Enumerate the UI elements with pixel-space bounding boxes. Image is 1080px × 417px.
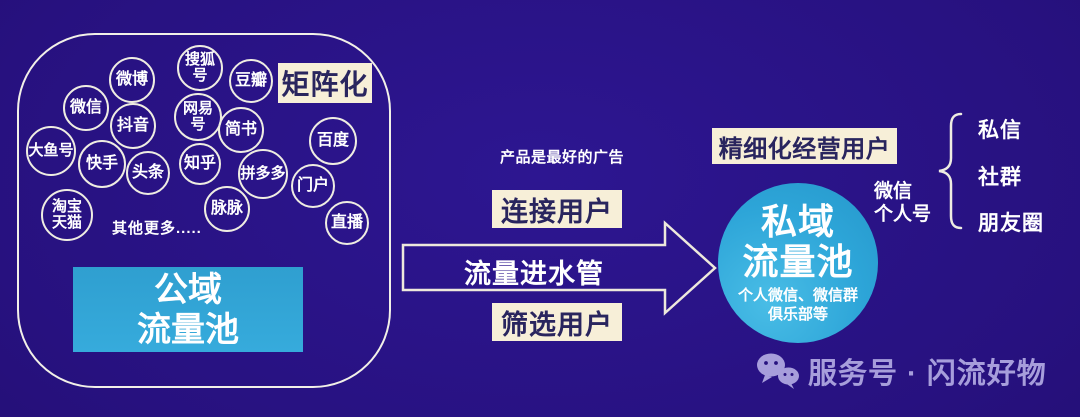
refined-ops-badge: 精细化经营用户 <box>712 128 897 164</box>
public-pool-title-line2: 流量池 <box>137 310 239 349</box>
platform-bubble: 快手 <box>78 140 126 188</box>
private-pool-sub-line1: 个人微信、微信群 <box>737 287 858 304</box>
platform-bubble-label: 快手 <box>85 155 118 173</box>
platform-bubble-label: 淘宝 <box>51 197 82 215</box>
platform-bubble-label: 拼多多 <box>240 164 286 182</box>
platform-bubble-label: 百度 <box>316 132 349 150</box>
platform-bubble: 拼多多 <box>238 149 288 199</box>
filter-users-box: 筛选用户 <box>492 303 622 341</box>
platform-bubble: 门户 <box>291 164 335 208</box>
wechat-logo-icon <box>757 353 799 389</box>
platform-bubble-label: 大鱼号 <box>28 141 74 159</box>
pipe-label: 流量进水管 <box>464 259 604 289</box>
platform-bubble-label: 豆瓣 <box>234 72 267 90</box>
platform-bubble-label: 直播 <box>330 214 363 232</box>
platform-bubble: 豆瓣 <box>229 59 273 103</box>
matrix-badge: 矩阵化 <box>278 63 372 103</box>
platform-bubble: 淘宝天猫 <box>41 189 93 241</box>
public-pool-panel <box>17 33 391 388</box>
flow-arrow-icon <box>401 220 717 316</box>
private-pool-title-line1: 私域 <box>760 201 835 242</box>
wechat-account-line2: 个人号 <box>874 204 932 225</box>
wechat-account-label: 微信 个人号 <box>874 180 931 226</box>
platform-bubble: 搜狐号 <box>177 45 223 91</box>
private-pool-circle: 私域 流量池 个人微信、微信群 俱乐部等 <box>718 183 878 343</box>
platform-bubble: 脉脉 <box>204 186 250 232</box>
platform-bubble: 微信 <box>63 85 109 131</box>
platform-bubble: 直播 <box>325 201 369 245</box>
brace-item-moments: 朋友圈 <box>978 212 1044 235</box>
platform-bubble: 大鱼号 <box>26 126 76 176</box>
public-pool-title-line1: 公域 <box>154 270 222 309</box>
platform-bubble-label: 头条 <box>131 164 164 182</box>
watermark-label: 服务号 · 闪流好物 <box>808 358 1047 390</box>
platform-bubble: 知乎 <box>179 143 221 185</box>
platform-bubble-label: 网易号 <box>182 99 213 133</box>
brace-item-private-msg: 私信 <box>978 119 1022 142</box>
platform-bubble-label: 脉脉 <box>210 200 243 218</box>
public-pool-box: 公域 流量池 <box>73 267 303 352</box>
platform-bubble: 抖音 <box>110 103 156 149</box>
brace-item-groups: 社群 <box>978 166 1022 189</box>
brace-icon <box>938 112 963 230</box>
platform-bubble-label: 天猫 <box>51 214 82 231</box>
private-pool-sub-line2: 俱乐部等 <box>767 306 828 323</box>
platform-bubble-label: 抖音 <box>116 117 149 135</box>
platform-bubble: 头条 <box>126 151 170 195</box>
platform-bubble-label: 微博 <box>115 71 148 89</box>
connect-users-box: 连接用户 <box>492 190 622 228</box>
platform-bubble: 百度 <box>309 117 357 165</box>
platform-bubble-label: 简书 <box>224 121 257 139</box>
platform-bubble: 简书 <box>218 107 264 153</box>
platform-bubble-label: 搜狐号 <box>184 50 215 84</box>
private-pool-title-line2: 流量池 <box>742 241 854 282</box>
platform-bubble-label: 微信 <box>69 99 102 117</box>
platform-bubble: 微博 <box>109 57 155 103</box>
platform-bubble-label: 知乎 <box>183 155 216 173</box>
platform-bubble-label: 门户 <box>296 177 329 195</box>
wechat-account-line1: 微信 <box>874 181 913 202</box>
watermark: 服务号 · 闪流好物 <box>755 350 1047 392</box>
more-platforms-label: 其他更多..... <box>112 220 202 237</box>
platform-bubble: 网易号 <box>174 93 222 141</box>
flow-note: 产品是最好的广告 <box>499 149 624 166</box>
